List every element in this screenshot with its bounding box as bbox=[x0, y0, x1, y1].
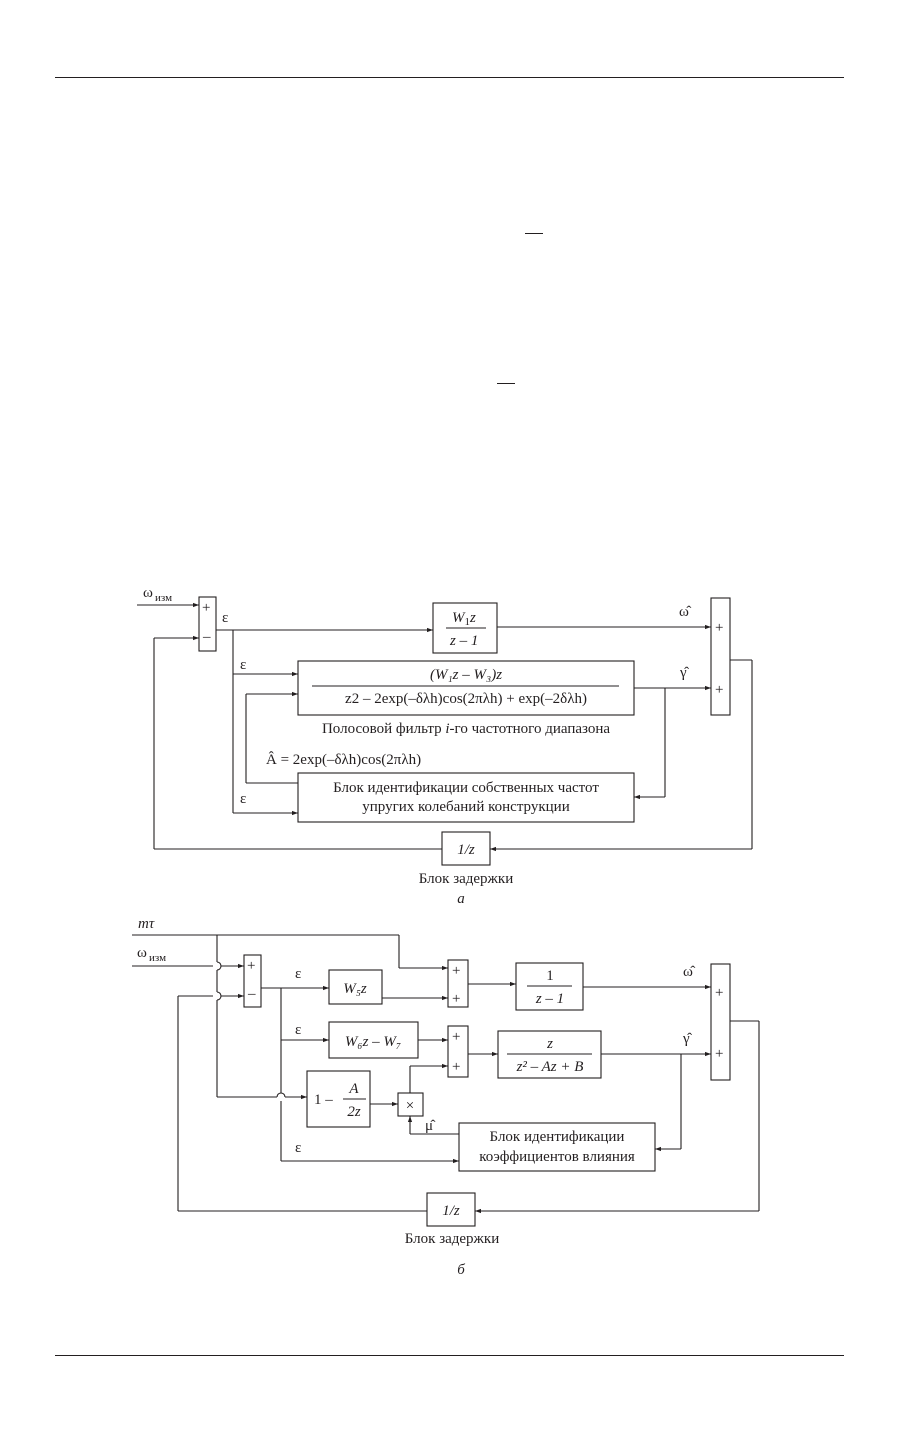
a-w1-num: W1z bbox=[452, 610, 476, 628]
b-eps-1: ε bbox=[295, 966, 301, 982]
a-input-summator bbox=[198, 596, 217, 652]
b-sum-in-plus: + bbox=[247, 958, 255, 974]
b-w67-label: W₆z – W₇ bbox=[345, 1034, 401, 1050]
b-ident-line2: коэффициентов влияния bbox=[479, 1149, 635, 1165]
b-ident-line1: Блок идентификации bbox=[490, 1129, 625, 1145]
a-letter: а bbox=[457, 891, 465, 907]
a-sum-in-minus: – bbox=[202, 629, 211, 645]
a-eps-3: ε bbox=[240, 791, 246, 807]
a-input-sub: изм bbox=[155, 592, 172, 604]
b-ident-block bbox=[458, 1122, 656, 1172]
formula-bar-2 bbox=[497, 383, 515, 384]
b-sum1-plus1: + bbox=[452, 963, 460, 979]
top-rule bbox=[55, 77, 844, 78]
b-mu-hat: μ̂ bbox=[425, 1118, 436, 1134]
b-w5-block bbox=[328, 969, 383, 1005]
b-eps-2: ε bbox=[295, 1022, 301, 1038]
b-int-den: z – 1 bbox=[535, 991, 564, 1007]
a-output-summator bbox=[710, 597, 731, 716]
b-sum-in-minus: – bbox=[247, 986, 256, 1002]
a-gamma-hat: γ̂ bbox=[679, 665, 690, 681]
a-w1-den: z – 1 bbox=[449, 633, 478, 649]
a-bp-num: (W₁z – W₃)z bbox=[430, 667, 502, 683]
b-int-num: 1 bbox=[546, 968, 554, 984]
a-delay-caption: Блок задержки bbox=[419, 871, 514, 887]
a-eps-1: ε bbox=[222, 610, 228, 626]
b-mult-sign: × bbox=[406, 1098, 414, 1114]
b-input-sub: изм bbox=[149, 952, 166, 964]
b-sum2-plus2: + bbox=[452, 1059, 460, 1075]
b-gamma-hat: γ̂ bbox=[682, 1031, 693, 1047]
b-summator-2 bbox=[447, 1025, 469, 1078]
a-ident-line2: упругих колебаний конструкции bbox=[362, 799, 569, 815]
bottom-rule bbox=[55, 1355, 844, 1356]
b-crossover-2 bbox=[216, 991, 222, 1001]
a-delay-label: 1/z bbox=[457, 842, 475, 858]
diagram-a: ω изм + – ε W1z z – 1 ω̂ ε (W₁z – W₃)z z… bbox=[137, 585, 753, 907]
a-ident-block bbox=[297, 772, 635, 823]
a-eps-2: ε bbox=[240, 657, 246, 673]
a-omega-hat: ω̂ bbox=[679, 604, 692, 620]
a-sum-out-plus2: + bbox=[715, 682, 723, 698]
b-eps-3: ε bbox=[295, 1140, 301, 1156]
a-w1-block bbox=[432, 602, 498, 654]
b-delay-block bbox=[426, 1192, 476, 1227]
a-sum-out-plus1: + bbox=[715, 620, 723, 636]
b-delay-caption: Блок задержки bbox=[405, 1231, 500, 1247]
b-w5-label: W₅z bbox=[343, 981, 367, 997]
a-input-omega: ω bbox=[143, 585, 153, 601]
b-sum-out-plus1: + bbox=[715, 985, 723, 1001]
b-sum-out-plus2: + bbox=[715, 1046, 723, 1062]
b-crossover-3 bbox=[276, 1092, 286, 1098]
b-sum2-plus1: + bbox=[452, 1029, 460, 1045]
b-input-summator bbox=[243, 954, 262, 1008]
b-mtau: mτ bbox=[138, 916, 155, 932]
b-filter-num: z bbox=[546, 1036, 553, 1052]
b-oneminus-block bbox=[306, 1070, 371, 1128]
b-frac-den: 2z bbox=[347, 1104, 361, 1120]
b-sum1-plus2: + bbox=[452, 991, 460, 1007]
b-input-omega: ω bbox=[137, 945, 147, 961]
a-ident-line1: Блок идентификации собственных частот bbox=[333, 780, 599, 796]
diagram-b: mτ ω изм + – ε ε ε W₅z + bbox=[132, 916, 760, 1278]
b-output-summator bbox=[710, 963, 731, 1081]
a-sum-in-plus: + bbox=[202, 600, 210, 616]
a-bp-caption: Полосовой фильтр i-го частотного диапазо… bbox=[322, 721, 610, 737]
b-frac-num: A bbox=[348, 1081, 359, 1097]
a-bp-den: z2 – 2exp(–δλh)cos(2πλh) + exp(–2δλh) bbox=[345, 691, 587, 707]
a-ahat-formula: Â = 2exp(–δλh)cos(2πλh) bbox=[266, 751, 421, 768]
b-letter: б bbox=[457, 1262, 465, 1278]
b-omega-hat: ω̂ bbox=[683, 964, 696, 980]
b-delay-label: 1/z bbox=[442, 1203, 460, 1219]
b-oneminus-label: 1 – bbox=[314, 1092, 333, 1108]
b-crossover-1 bbox=[216, 961, 222, 971]
formula-bar-1 bbox=[525, 233, 543, 234]
b-filter-den: z² – Az + B bbox=[516, 1059, 584, 1075]
